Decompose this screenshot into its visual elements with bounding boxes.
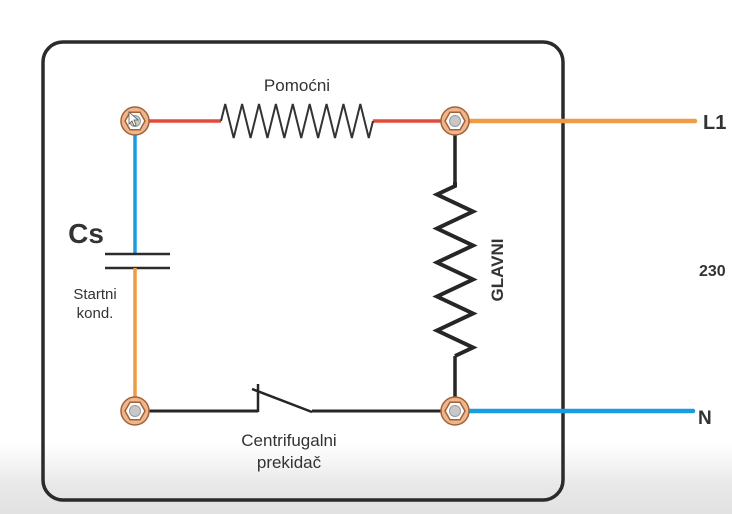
label-capacitor-desc-1: Startni (73, 286, 116, 303)
motor-enclosure-box (41, 40, 565, 502)
label-switch-2: prekidač (257, 453, 322, 472)
terminal-bolt (449, 405, 461, 417)
terminal-bolt (129, 405, 141, 417)
label-capacitor-symbol: Cs (68, 218, 104, 249)
label-line-l1: L1 (703, 112, 726, 134)
label-switch-1: Centrifugalni (241, 431, 336, 450)
label-capacitor-desc-2: kond. (77, 305, 114, 322)
label-main-winding: GLAVNI (488, 239, 507, 302)
auxiliary-winding-resistor (220, 103, 374, 139)
terminal-bottom-left (120, 396, 150, 426)
main-winding-resistor (432, 182, 478, 358)
terminal-top-right (440, 106, 470, 136)
label-auxiliary-winding: Pomoćni (264, 76, 330, 95)
bottom-fade-overlay (0, 444, 732, 514)
centrifugal-switch-blade (251, 387, 313, 414)
mouse-cursor-icon (128, 111, 140, 127)
terminal-bolt (449, 115, 461, 127)
terminal-top-left (120, 106, 150, 136)
label-voltage: 230 (699, 263, 726, 280)
terminal-bottom-right (440, 396, 470, 426)
label-neutral-n: N (698, 408, 712, 429)
